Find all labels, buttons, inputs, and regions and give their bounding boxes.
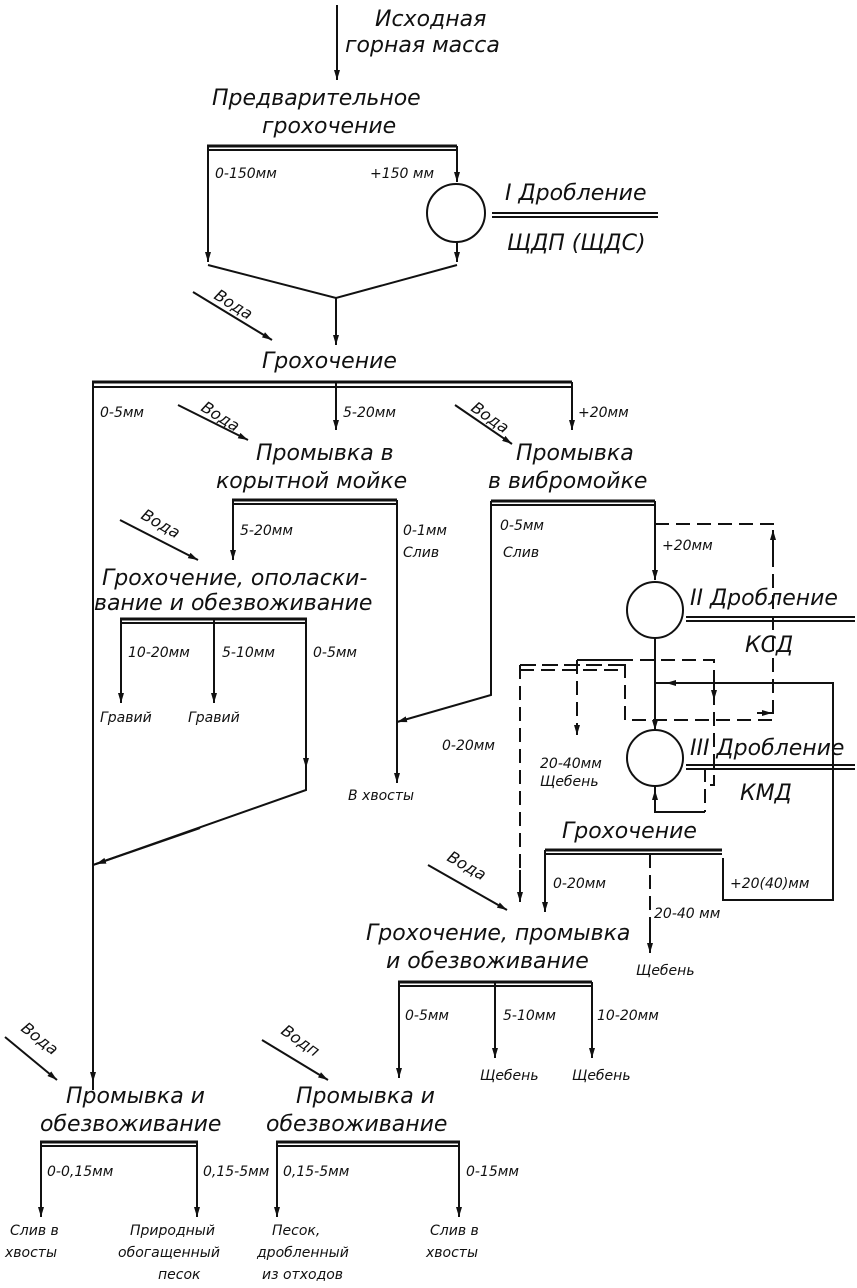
screen-wash-label-1: Грохочение, промывка xyxy=(366,921,630,946)
wash-dewater-right-label-1: Промывка и xyxy=(296,1084,435,1109)
flow-10-20: 10-20мм xyxy=(128,645,190,661)
product-drain-tails: хвосты xyxy=(4,1245,57,1261)
product-crushed-sand: Песок, xyxy=(272,1223,320,1239)
flow-0-5: 0-5мм xyxy=(405,1008,449,1024)
product-drain-tails: Слив в xyxy=(430,1223,479,1239)
crusher-3-title: III Дробление xyxy=(690,736,844,761)
crusher-3-circle xyxy=(626,729,684,787)
flow-0-1: 0-1мм xyxy=(403,523,447,539)
input-label-2: горная масса xyxy=(345,33,500,58)
vibro-wash-label-2: в вибромойке xyxy=(488,469,647,494)
flow-5-10: 5-10мм xyxy=(503,1008,556,1024)
product-crushed-stone: Щебень xyxy=(540,774,599,790)
screening-2-label: Грохочение xyxy=(562,819,697,844)
trough-wash-label-1: Промывка в xyxy=(256,441,394,466)
flow-0-0.15: 0-0,15мм xyxy=(47,1164,114,1180)
crusher-1-circle xyxy=(426,183,486,243)
product-crushed-stone: Щебень xyxy=(480,1068,539,1084)
product-gravel: Гравий xyxy=(100,710,152,726)
flow-0-20: 0-20мм xyxy=(553,876,606,892)
crusher-2-title: II Дробление xyxy=(690,586,838,611)
product-natural-sand: Природный xyxy=(130,1223,215,1239)
flow-5-20: 5-20мм xyxy=(343,405,396,421)
flow-20-40: 20-40мм xyxy=(540,756,602,772)
crusher-2-equip: КСД xyxy=(745,633,793,658)
flow-5-10: 5-10мм xyxy=(222,645,275,661)
flow-20-40: 20-40 мм xyxy=(654,906,721,922)
pre-screening-node: Предварительное грохочение 0-150мм +150 … xyxy=(205,86,460,262)
flow-plus20: +20мм xyxy=(662,538,713,554)
drain-label: Слив xyxy=(503,545,539,561)
wash-dewater-left-label-1: Промывка и xyxy=(66,1084,205,1109)
input-node: Исходная горная масса xyxy=(334,5,500,80)
flow-5-20: 5-20мм xyxy=(240,523,293,539)
trough-wash-label-2: корытной мойке xyxy=(216,469,407,494)
product-drain-tails: хвосты xyxy=(425,1245,478,1261)
product-natural-sand: песок xyxy=(158,1267,201,1283)
wash-dewater-left-label-2: обезвоживание xyxy=(40,1112,221,1137)
water-label: Вода xyxy=(198,397,243,435)
flow-0-5: 0-5мм xyxy=(313,645,357,661)
flow-0-5: 0-5мм xyxy=(100,405,144,421)
flow-0-20: 0-20мм xyxy=(442,738,495,754)
product-tails: В хвосты xyxy=(348,788,414,804)
crusher-3-equip: КМД xyxy=(740,781,792,806)
pre-screen-label-1: Предварительное xyxy=(212,86,421,111)
product-drain-tails: Слив в xyxy=(10,1223,59,1239)
pre-screen-label-2: грохочение xyxy=(262,114,396,139)
flow-plus20-40: +20(40)мм xyxy=(730,876,810,892)
product-gravel: Гравий xyxy=(188,710,240,726)
vibro-wash-label-1: Промывка xyxy=(516,441,634,466)
flow-0.15-5: 0,15-5мм xyxy=(203,1164,270,1180)
flow-10-20: 10-20мм xyxy=(597,1008,659,1024)
crusher-1-title: I Дробление xyxy=(505,181,646,206)
screen-rinse-label-1: Грохочение, ополаски- xyxy=(102,566,367,591)
crusher-1-equip: ЩДП (ЩДС) xyxy=(507,231,646,256)
flow-0-5: 0-5мм xyxy=(500,518,544,534)
screen-rinse-label-2: вание и обезвоживание xyxy=(94,591,372,616)
product-crushed-sand: дробленный xyxy=(256,1245,349,1261)
screen-wash-label-2: и обезвоживание xyxy=(386,949,589,974)
product-natural-sand: обогащенный xyxy=(118,1245,220,1261)
product-crushed-sand: из отходов xyxy=(262,1267,343,1283)
drain-label: Слив xyxy=(403,545,439,561)
crusher-2-circle xyxy=(626,581,684,639)
wash-dewater-right-label-2: обезвоживание xyxy=(266,1112,447,1137)
screening-1-label: Грохочение xyxy=(262,349,397,374)
flow-plus20: +20мм xyxy=(578,405,629,421)
flow-0.15-5: 0,15-5мм xyxy=(283,1164,350,1180)
flow-0-15: 0-15мм xyxy=(466,1164,519,1180)
crusher-1: I Дробление ЩДП (ЩДС) xyxy=(426,181,658,262)
product-crushed-stone: Щебень xyxy=(572,1068,631,1084)
input-label-1: Исходная xyxy=(375,7,486,32)
flow-0-150: 0-150мм xyxy=(215,166,277,182)
water-arrow xyxy=(192,291,273,341)
water-label: Вода xyxy=(468,398,513,437)
water-label: Вода xyxy=(138,505,184,542)
product-crushed-stone: Щебень xyxy=(636,963,695,979)
flow-plus150: +150 мм xyxy=(370,166,434,182)
